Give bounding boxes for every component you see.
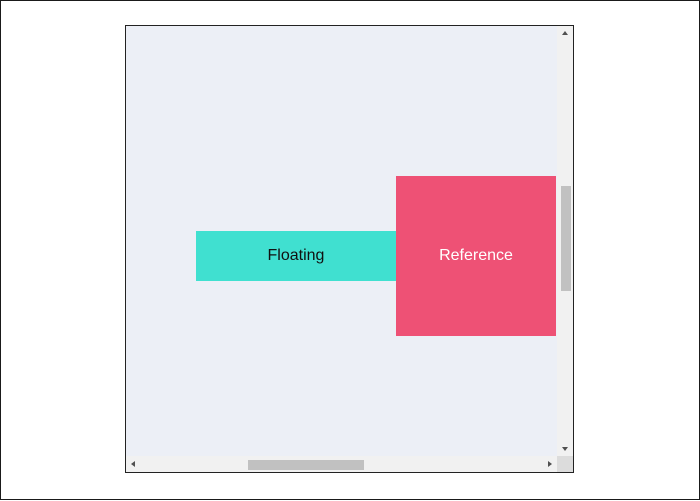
- arrow-right-icon: [548, 461, 552, 467]
- reference-element: Reference: [396, 176, 556, 336]
- scroll-viewport: Floating Reference: [126, 26, 557, 456]
- scroll-up-button[interactable]: [557, 26, 573, 40]
- scroll-container[interactable]: Floating Reference: [125, 25, 574, 473]
- scroll-down-button[interactable]: [557, 442, 573, 456]
- scrollbar-corner: [557, 456, 573, 472]
- floating-element: Floating: [196, 231, 396, 281]
- reference-label: Reference: [439, 247, 513, 264]
- arrow-down-icon: [562, 447, 568, 451]
- horizontal-scroll-thumb[interactable]: [248, 460, 364, 470]
- floating-label: Floating: [267, 247, 325, 264]
- arrow-left-icon: [131, 461, 135, 467]
- vertical-scroll-thumb[interactable]: [561, 186, 571, 291]
- scroll-left-button[interactable]: [126, 456, 140, 472]
- vertical-scrollbar[interactable]: [557, 26, 573, 456]
- horizontal-scrollbar[interactable]: [126, 456, 557, 472]
- arrow-up-icon: [562, 31, 568, 35]
- scroll-right-button[interactable]: [543, 456, 557, 472]
